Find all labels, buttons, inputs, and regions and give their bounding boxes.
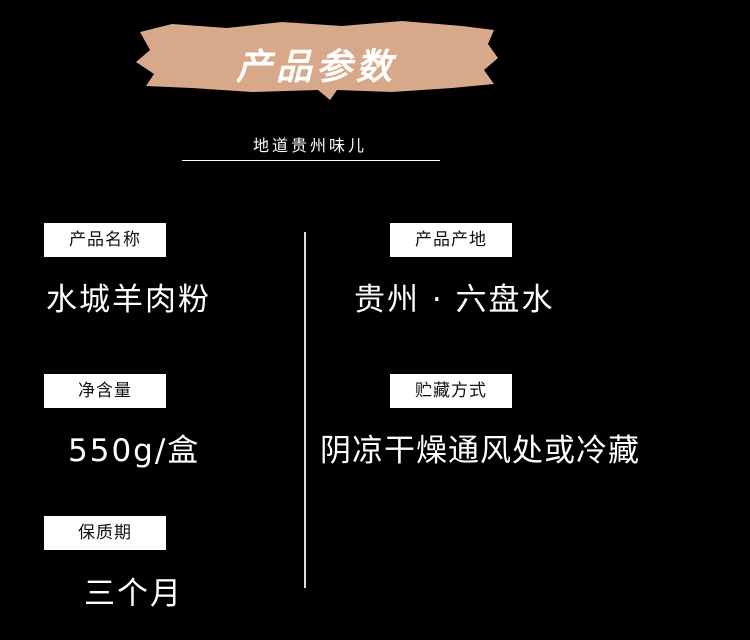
label-shelf-life: 保质期 <box>44 516 166 550</box>
value-net-weight: 550g/盒 <box>68 433 201 469</box>
value-storage-method: 阴凉干燥通风处或冷藏 <box>320 433 640 469</box>
label-product-name: 产品名称 <box>44 223 166 257</box>
label-net-weight: 净含量 <box>44 374 166 408</box>
subtitle: 地道贵州味儿 <box>252 136 367 155</box>
brush-stroke-background <box>136 21 498 100</box>
value-shelf-life: 三个月 <box>84 576 183 612</box>
subtitle-underline <box>182 160 440 161</box>
title-banner: 产品参数 <box>132 14 500 104</box>
label-product-origin: 产品产地 <box>390 223 512 257</box>
page-title: 产品参数 <box>235 46 396 88</box>
value-product-name: 水城羊肉粉 <box>46 282 211 318</box>
label-storage-method: 贮藏方式 <box>390 374 512 408</box>
column-divider <box>304 232 306 588</box>
value-product-origin: 贵州 · 六盘水 <box>354 282 555 318</box>
